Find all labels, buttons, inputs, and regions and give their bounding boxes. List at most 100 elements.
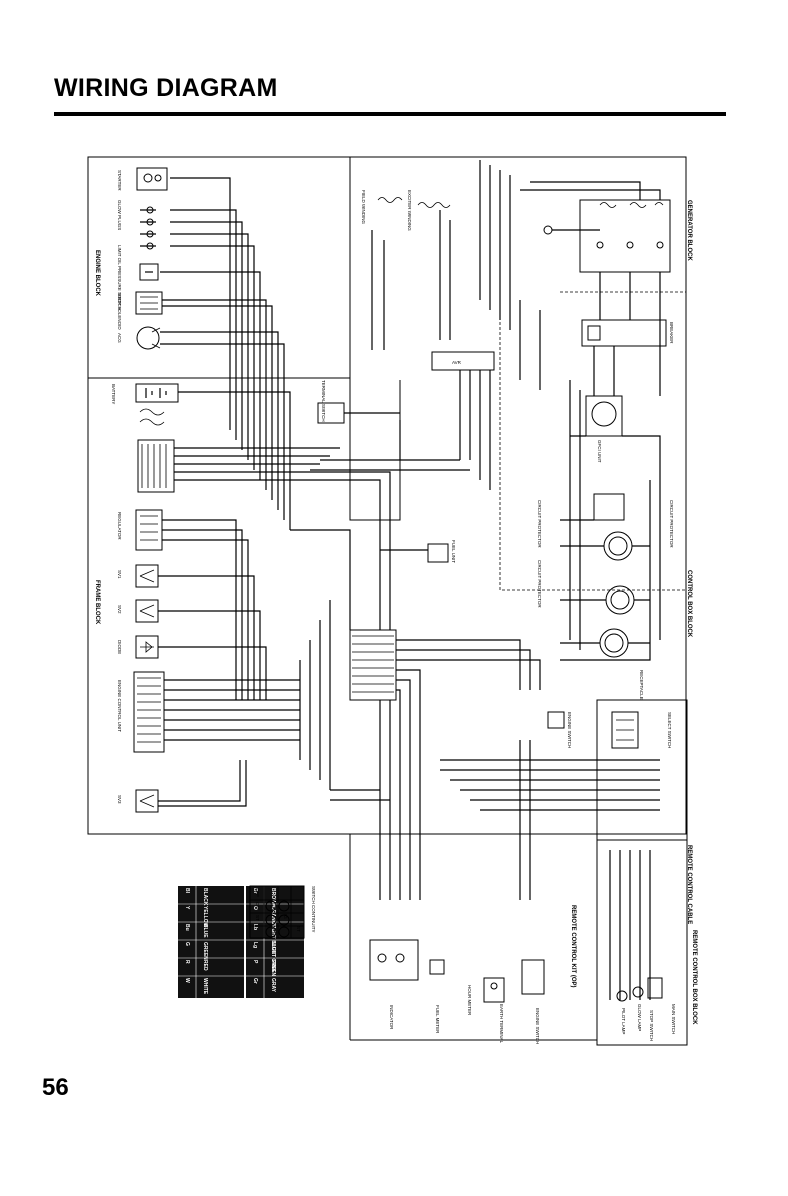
main-switch: MAIN SWITCH bbox=[647, 977, 676, 1034]
switch-continuity-title: SWITCH CONTINUITY bbox=[311, 886, 316, 933]
legend-code-6: W bbox=[184, 978, 190, 983]
page-title: WIRING DIAGRAM bbox=[54, 74, 278, 102]
gfci-unit-label: GFCI UNIT bbox=[597, 440, 602, 463]
stop-switch: STOP SWITCH bbox=[649, 1010, 654, 1041]
legend-code-5: R bbox=[184, 960, 190, 964]
avr-label: AVR bbox=[452, 360, 462, 365]
indicator-label: INDICATOR bbox=[389, 1005, 394, 1030]
circuit-protector-3: CIRCUIT PROTECTOR bbox=[537, 560, 542, 608]
starter: STARTER bbox=[117, 167, 168, 191]
legend-code-8: O bbox=[252, 906, 258, 910]
battery: BATTERY bbox=[111, 383, 179, 404]
engine-control-unit: ENGINE CONTROL UNIT bbox=[117, 671, 165, 753]
glow-plugs-label: GLOW PLUGS bbox=[117, 200, 122, 230]
continuity-row-on: ON bbox=[255, 902, 260, 909]
limit-oil-pressure-switch-label: LIMIT OIL PRESSURE SWITCH bbox=[117, 245, 122, 310]
hour-meter: HOUR METER bbox=[467, 985, 472, 1016]
legend-code-2: Y bbox=[184, 906, 190, 910]
hour-meter-label: HOUR METER bbox=[467, 985, 472, 1016]
legend-name-10: LIGHT GREEN bbox=[270, 942, 276, 977]
sv3-label: SV3 bbox=[117, 795, 122, 804]
legend-code-1: Bl bbox=[184, 888, 190, 894]
generator-block-label: GENERATOR BLOCK bbox=[686, 200, 692, 261]
legend-name-12: GRAY bbox=[270, 978, 276, 993]
fuel-unit: FUEL UNIT bbox=[427, 540, 456, 563]
exciter-winding-label: EXCITER WINDING bbox=[407, 190, 412, 231]
remote-control-cable-label: REMOTE CONTROL CABLE bbox=[686, 845, 692, 924]
switch-continuity-table: SWITCH CONTINUITY BAT IG ST OFF ON ST bbox=[249, 885, 316, 939]
glow-plugs: GLOW PLUGS bbox=[117, 200, 156, 250]
diode: DIODE bbox=[117, 635, 159, 659]
generator-windings bbox=[520, 181, 671, 273]
legend-name-3: BLUE bbox=[202, 924, 208, 938]
breaker-label: BREAKER bbox=[669, 322, 674, 344]
earth-terminal: EARTH TERMINAL bbox=[483, 977, 505, 1044]
fuse-block bbox=[137, 408, 175, 493]
circuit-protector-2: CIRCUIT PROTECTOR bbox=[537, 500, 542, 548]
acg: ACG bbox=[117, 326, 161, 350]
color-legend: Bl BLACK Y YELLOW Bu BLUE G GREEN R RED … bbox=[178, 886, 304, 998]
circuit-protector-2-label: CIRCUIT PROTECTOR bbox=[537, 500, 542, 548]
engine-block-label: ENGINE BLOCK bbox=[94, 250, 100, 297]
sv1: SV1 bbox=[117, 564, 159, 588]
remote-control-kit-label: REMOTE CONTROL KIT (OP) bbox=[570, 905, 576, 988]
legend-code-11: P bbox=[252, 960, 258, 964]
sv3: SV3 bbox=[117, 789, 159, 813]
select-switch: SELECT SWITCH bbox=[611, 711, 672, 749]
engine-switch: ENGINE SWITCH bbox=[547, 711, 572, 748]
legend-name-2: YELLOW bbox=[202, 906, 208, 928]
legend-code-12: Gr bbox=[252, 978, 258, 984]
legend-code-10: Lg bbox=[252, 942, 258, 948]
starter-label: STARTER bbox=[117, 170, 122, 191]
continuity-row-st: ST bbox=[255, 915, 260, 921]
legend-name-9: LIGHT BLUE bbox=[270, 924, 276, 955]
sv2-label: SV2 bbox=[117, 605, 122, 614]
center-harness bbox=[290, 471, 541, 900]
receptacle-label: RECEPTACLE bbox=[639, 670, 644, 700]
legend-name-8: ORANGE bbox=[270, 906, 276, 929]
frame-block-label: FRAME BLOCK bbox=[94, 580, 100, 625]
title-rule bbox=[54, 112, 726, 116]
legend-name-11: PINK bbox=[270, 960, 276, 972]
gfci-unit: GFCI UNIT bbox=[585, 395, 623, 463]
receptacle-3: RECEPTACLE bbox=[599, 628, 644, 700]
receptacle-harness bbox=[560, 480, 651, 661]
remote-harness bbox=[600, 759, 660, 1000]
generator-harness bbox=[310, 160, 511, 551]
continuity-col-bat: BAT bbox=[269, 900, 274, 909]
receptacle-1 bbox=[603, 531, 633, 561]
legend-name-1: BLACK bbox=[202, 888, 208, 906]
field-winding: FIELD WINDING bbox=[361, 190, 403, 225]
stop-solenoid: STOP SOLENOID bbox=[117, 291, 163, 330]
circuit-protector-3-label: CIRCUIT PROTECTOR bbox=[537, 560, 542, 608]
circuit-protector-1-label: CIRCUIT PROTECTOR bbox=[669, 500, 674, 548]
fuel-meter-label: FUEL METER bbox=[435, 1005, 440, 1034]
continuity-row-off: OFF bbox=[255, 888, 260, 897]
stop-solenoid-label: STOP SOLENOID bbox=[117, 293, 122, 330]
center-connector bbox=[349, 629, 397, 701]
lower-harness bbox=[330, 700, 600, 900]
legend-code-3: Bu bbox=[184, 924, 190, 931]
sv2: SV2 bbox=[117, 599, 159, 623]
sv1-label: SV1 bbox=[117, 570, 122, 579]
fuel-meter: FUEL METER bbox=[429, 959, 445, 1034]
regulator-label: REGULATOR bbox=[117, 512, 122, 540]
engine-switch-remote: ENGINE SWITCH bbox=[521, 959, 545, 1044]
page-number: 56 bbox=[42, 1074, 69, 1101]
select-switch-label: SELECT SWITCH bbox=[667, 712, 672, 748]
indicator: INDICATOR bbox=[369, 939, 419, 1030]
legend-name-6: WHITE bbox=[202, 978, 208, 995]
exciter-winding: EXCITER WINDING bbox=[407, 190, 451, 231]
remote-control-box-block-label: REMOTE CONTROL BOX BLOCK bbox=[691, 930, 697, 1025]
breaker: BREAKER bbox=[581, 319, 674, 347]
continuity-col-ig: IG bbox=[283, 914, 288, 919]
diagram-frame bbox=[87, 156, 687, 835]
avr: AVR bbox=[431, 351, 495, 371]
limit-oil-pressure-switch: LIMIT OIL PRESSURE SWITCH bbox=[117, 245, 159, 310]
glow-lamp-label: GLOW LAMP bbox=[637, 1004, 642, 1031]
acg-label: ACG bbox=[117, 333, 122, 343]
field-winding-label: FIELD WINDING bbox=[361, 190, 366, 225]
legend-code-9: Lb bbox=[252, 924, 258, 930]
diode-label: DIODE bbox=[117, 640, 122, 654]
